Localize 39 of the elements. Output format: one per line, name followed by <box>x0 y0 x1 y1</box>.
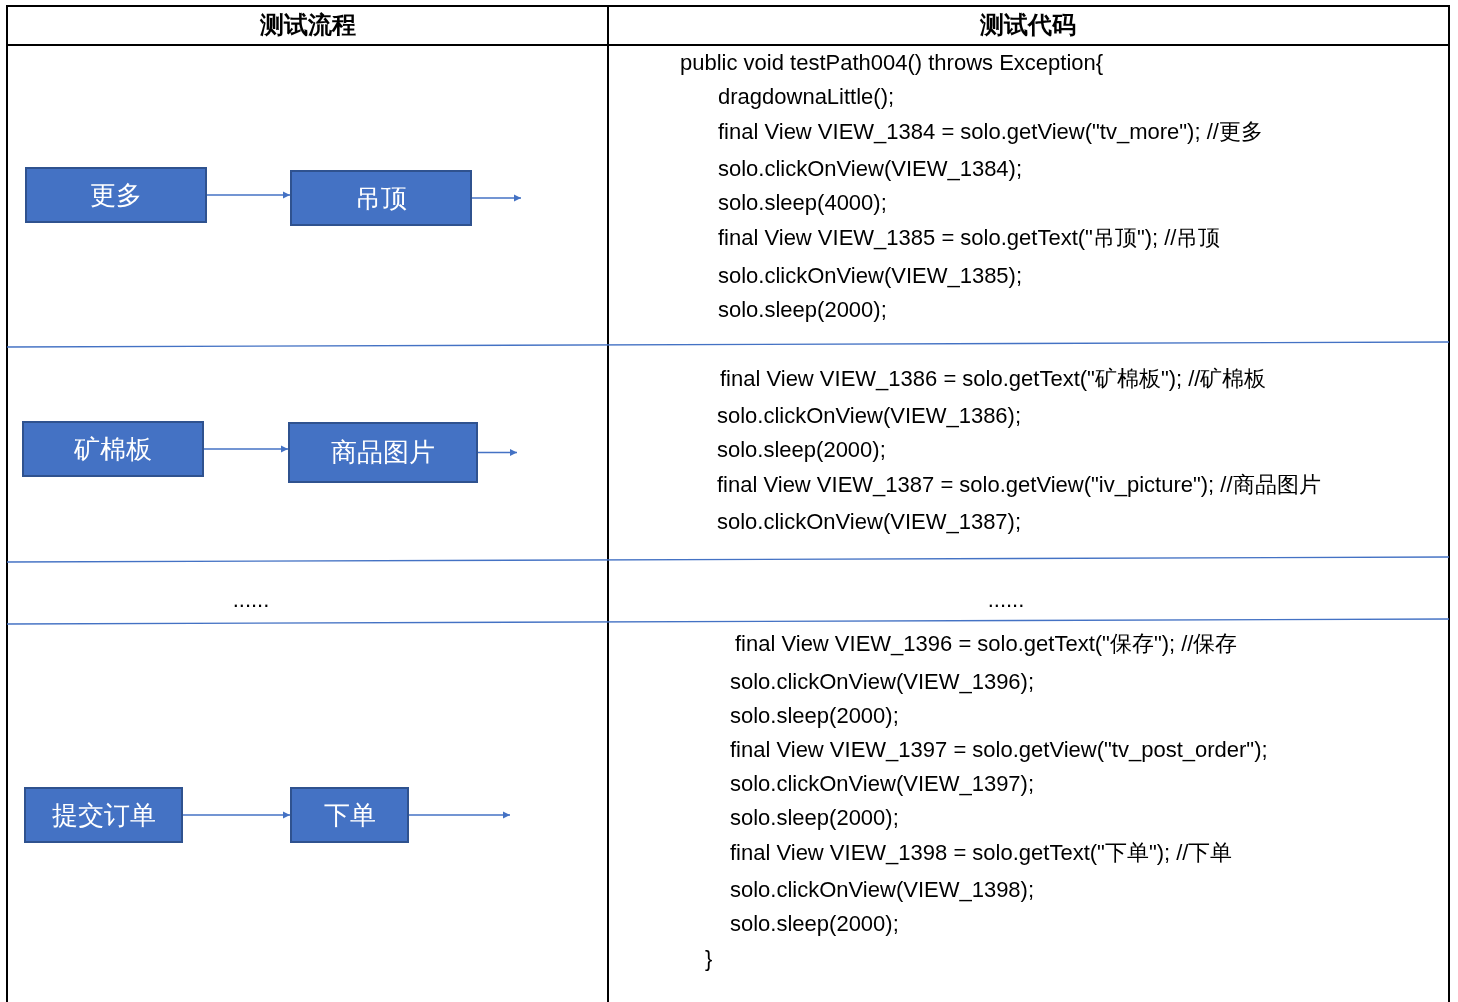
code-line: final View VIEW_1384 = solo.getView("tv_more"); //更多 <box>718 118 1263 146</box>
column-header: 测试代码 <box>980 10 1076 40</box>
code-line: final View VIEW_1387 = solo.getView("iv_picture"); //商品图片 <box>717 471 1321 499</box>
code-line: solo.sleep(4000); <box>718 190 887 216</box>
code-line: solo.sleep(2000); <box>730 911 899 937</box>
code-line: solo.clickOnView(VIEW_1398); <box>730 877 1035 903</box>
code-line: final View VIEW_1385 = solo.getText("吊顶"); //吊顶 <box>718 224 1221 252</box>
code-line: dragdownaLittle(); <box>718 84 895 110</box>
process-box: 矿棉板 <box>22 421 204 477</box>
code-line: solo.clickOnView(VIEW_1384); <box>718 156 1023 182</box>
arrow <box>477 448 518 457</box>
process-box: 提交订单 <box>24 787 183 843</box>
arrow <box>182 811 291 819</box>
arrow <box>206 191 291 199</box>
code-line: final View VIEW_1398 = solo.getText("下单"); //下单 <box>730 839 1233 867</box>
code-line: public void testPath004() throws Exception{ <box>680 50 1104 76</box>
process-box: 更多 <box>25 167 207 223</box>
process-box: 吊顶 <box>290 170 472 226</box>
code-line: final View VIEW_1386 = solo.getText("矿棉板"); //矿棉板 <box>720 365 1267 393</box>
ellipsis-text: ...... <box>987 587 1025 613</box>
code-line: solo.clickOnView(VIEW_1386); <box>717 403 1022 429</box>
code-line: final View VIEW_1396 = solo.getText("保存"); //保存 <box>735 630 1238 658</box>
code-line: final View VIEW_1397 = solo.getView("tv_post_order"); <box>730 737 1268 763</box>
code-line: } <box>705 946 713 972</box>
column-header: 测试流程 <box>260 10 356 40</box>
code-line: solo.sleep(2000); <box>718 297 887 323</box>
arrow <box>471 194 522 202</box>
ellipsis-text: ...... <box>232 587 270 613</box>
arrow <box>203 445 289 453</box>
code-line: solo.clickOnView(VIEW_1385); <box>718 263 1023 289</box>
arrow <box>408 811 511 819</box>
code-line: solo.sleep(2000); <box>730 703 899 729</box>
process-box: 商品图片 <box>288 422 478 483</box>
process-box: 下单 <box>290 787 409 843</box>
code-line: solo.sleep(2000); <box>730 805 899 831</box>
code-line: solo.clickOnView(VIEW_1387); <box>717 509 1022 535</box>
code-line: solo.clickOnView(VIEW_1396); <box>730 669 1035 695</box>
code-line: solo.clickOnView(VIEW_1397); <box>730 771 1035 797</box>
code-line: solo.sleep(2000); <box>717 437 886 463</box>
